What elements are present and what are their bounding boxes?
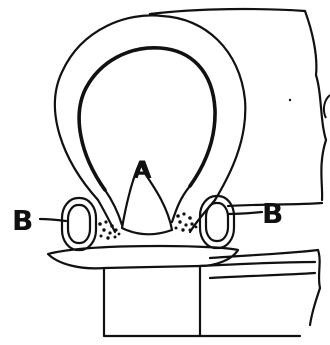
band-lower	[210, 273, 315, 278]
left-dot-cluster	[98, 220, 120, 239]
background-speck	[289, 99, 291, 101]
background-block	[150, 9, 326, 200]
left-oval-inner	[68, 205, 90, 243]
background-mark	[324, 95, 330, 118]
right-oval-inner	[206, 203, 228, 241]
label-b-left: B	[12, 204, 33, 237]
label-b-right: B	[262, 197, 283, 230]
band-bottom	[210, 250, 318, 258]
right-dot-cluster	[175, 212, 198, 231]
base-block	[104, 268, 300, 336]
label-a: A	[133, 156, 152, 184]
right-limb-inner	[172, 186, 190, 222]
